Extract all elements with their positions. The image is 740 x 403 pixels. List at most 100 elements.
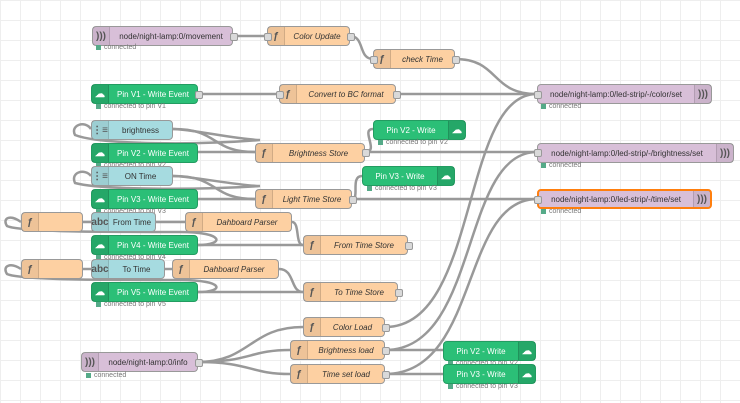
function-icon: ƒ xyxy=(22,260,39,278)
mqtt-icon: ))) xyxy=(694,85,711,103)
output-port[interactable] xyxy=(195,91,203,99)
output-port[interactable] xyxy=(393,91,401,99)
function-icon: ƒ xyxy=(186,213,203,231)
blynk-write-v3-bottom[interactable]: Pin V3 - Write ☁ xyxy=(443,364,536,384)
blynk-icon: ☁ xyxy=(448,121,465,139)
status-dot xyxy=(378,140,383,145)
function-icon: ƒ xyxy=(291,365,308,383)
output-port[interactable] xyxy=(382,371,390,379)
status-dot xyxy=(96,163,101,168)
status-dot xyxy=(96,302,101,307)
output-port[interactable] xyxy=(347,33,355,41)
function-node-dashboard-parser-2[interactable]: ƒ Dahboard Parser xyxy=(172,259,279,279)
output-port[interactable] xyxy=(362,149,370,157)
input-port[interactable] xyxy=(534,149,542,157)
wire xyxy=(197,348,291,364)
blynk-write-event-v4[interactable]: ☁ Pin V4 - Write Event xyxy=(91,235,198,255)
blynk-icon: ☁ xyxy=(518,342,535,360)
ui-text-input-from-time[interactable]: abc From Time xyxy=(91,212,156,232)
function-node-from-time-store[interactable]: ƒ From Time Store xyxy=(303,235,408,255)
input-port[interactable] xyxy=(534,196,542,204)
function-node-light-time-store[interactable]: ƒ Light Time Store xyxy=(255,189,352,209)
blynk-icon: ☁ xyxy=(92,144,109,162)
blynk-write-event-v5[interactable]: ☁ Pin V5 - Write Event xyxy=(91,282,198,302)
node-status: connected to pin V3 xyxy=(448,383,518,390)
status-dot xyxy=(96,255,101,260)
function-icon: ƒ xyxy=(291,341,308,359)
function-node-dashboard-parser-1[interactable]: ƒ Dahboard Parser xyxy=(185,212,292,232)
node-status: connected to pin V3 xyxy=(96,208,166,215)
function-icon: ƒ xyxy=(374,50,391,68)
node-status: connected xyxy=(541,162,581,169)
node-status: connected to pin V2 xyxy=(96,162,166,169)
function-icon: ƒ xyxy=(280,85,297,103)
blynk-icon: ☁ xyxy=(518,365,535,383)
status-dot xyxy=(96,209,101,214)
wire xyxy=(197,360,291,376)
function-node-color-update[interactable]: ƒ Color Update xyxy=(267,26,350,46)
slider-icon: ⋮≡ xyxy=(92,121,109,139)
node-status: connected to pin V3 xyxy=(367,185,437,192)
blynk-icon: ☁ xyxy=(92,236,109,254)
blynk-write-v3-top[interactable]: Pin V3 - Write ☁ xyxy=(362,166,455,186)
output-port[interactable] xyxy=(382,347,390,355)
function-node-brightness-load[interactable]: ƒ Brightness load xyxy=(290,340,385,360)
mqtt-out-node-color-set[interactable]: node/night-lamp:0/led-strip/-/color/set … xyxy=(537,84,712,104)
function-node-convert-bc[interactable]: ƒ Convert to BC format xyxy=(279,84,396,104)
node-status: connected to pin V5 xyxy=(96,301,166,308)
node-status: connected xyxy=(86,372,126,379)
input-port[interactable] xyxy=(534,91,542,99)
status-dot xyxy=(96,104,101,109)
mqtt-out-node-time-set[interactable]: node/night-lamp:0/led-strip/-/time/set )… xyxy=(537,189,712,209)
text-input-icon: abc xyxy=(91,260,109,278)
blynk-write-event-v1[interactable]: ☁ Pin V1 - Write Event xyxy=(91,84,198,104)
blynk-icon: ☁ xyxy=(92,190,109,208)
function-icon: ƒ xyxy=(22,213,39,231)
status-dot xyxy=(541,209,546,214)
wire xyxy=(291,220,304,247)
function-node-color-load[interactable]: ƒ Color Load xyxy=(303,317,385,337)
input-port[interactable] xyxy=(276,91,284,99)
wire xyxy=(197,325,304,364)
function-node-check-time[interactable]: ƒ check Time xyxy=(373,49,455,69)
mqtt-icon: ))) xyxy=(93,27,110,45)
status-dot xyxy=(448,384,453,389)
mqtt-in-node-movement[interactable]: ))) node/night-lamp:0/movement xyxy=(92,26,233,46)
text-input-icon: abc xyxy=(91,213,109,231)
ui-text-input-to-time[interactable]: abc To Time xyxy=(91,259,165,279)
blynk-write-event-v2[interactable]: ☁ Pin V2 - Write Event xyxy=(91,143,198,163)
ui-slider-on-time[interactable]: ⋮≡ ON Time xyxy=(91,166,173,186)
mqtt-icon: ))) xyxy=(82,353,99,371)
function-icon: ƒ xyxy=(173,260,190,278)
blynk-icon: ☁ xyxy=(92,85,109,103)
function-node-unnamed-2[interactable]: ƒ xyxy=(21,259,83,279)
mqtt-in-node-info[interactable]: ))) node/night-lamp:0/info xyxy=(81,352,198,372)
function-node-brightness-store[interactable]: ƒ Brightness Store xyxy=(255,143,365,163)
mqtt-out-node-brightness-set[interactable]: node/night-lamp:0/led-strip/-/brightness… xyxy=(537,143,734,163)
function-node-to-time-store[interactable]: ƒ To Time Store xyxy=(303,282,398,302)
blynk-write-v2-top[interactable]: Pin V2 - Write ☁ xyxy=(373,120,466,140)
output-port[interactable] xyxy=(395,289,403,297)
node-status: connected to pin V2 xyxy=(378,139,448,146)
output-port[interactable] xyxy=(452,56,460,64)
function-node-time-set-load[interactable]: ƒ Time set load xyxy=(290,364,385,384)
output-port[interactable] xyxy=(405,242,413,250)
blynk-write-v2-bottom[interactable]: Pin V2 - Write ☁ xyxy=(443,341,536,361)
output-port[interactable] xyxy=(382,324,390,332)
function-node-unnamed-1[interactable]: ƒ xyxy=(21,212,83,232)
status-dot xyxy=(367,186,372,191)
input-port[interactable] xyxy=(264,33,272,41)
blynk-write-event-v3[interactable]: ☁ Pin V3 - Write Event xyxy=(91,189,198,209)
output-port[interactable] xyxy=(195,359,203,367)
status-dot xyxy=(541,163,546,168)
node-status: connected xyxy=(541,103,581,110)
node-status: connected to pin V2 xyxy=(448,360,518,367)
function-icon: ƒ xyxy=(304,318,321,336)
input-port[interactable] xyxy=(370,56,378,64)
status-dot xyxy=(448,361,453,366)
node-status: connected to pin V1 xyxy=(96,103,166,110)
output-port[interactable] xyxy=(230,33,238,41)
ui-slider-brightness[interactable]: ⋮≡ brightness xyxy=(91,120,173,140)
output-port[interactable] xyxy=(349,196,357,204)
